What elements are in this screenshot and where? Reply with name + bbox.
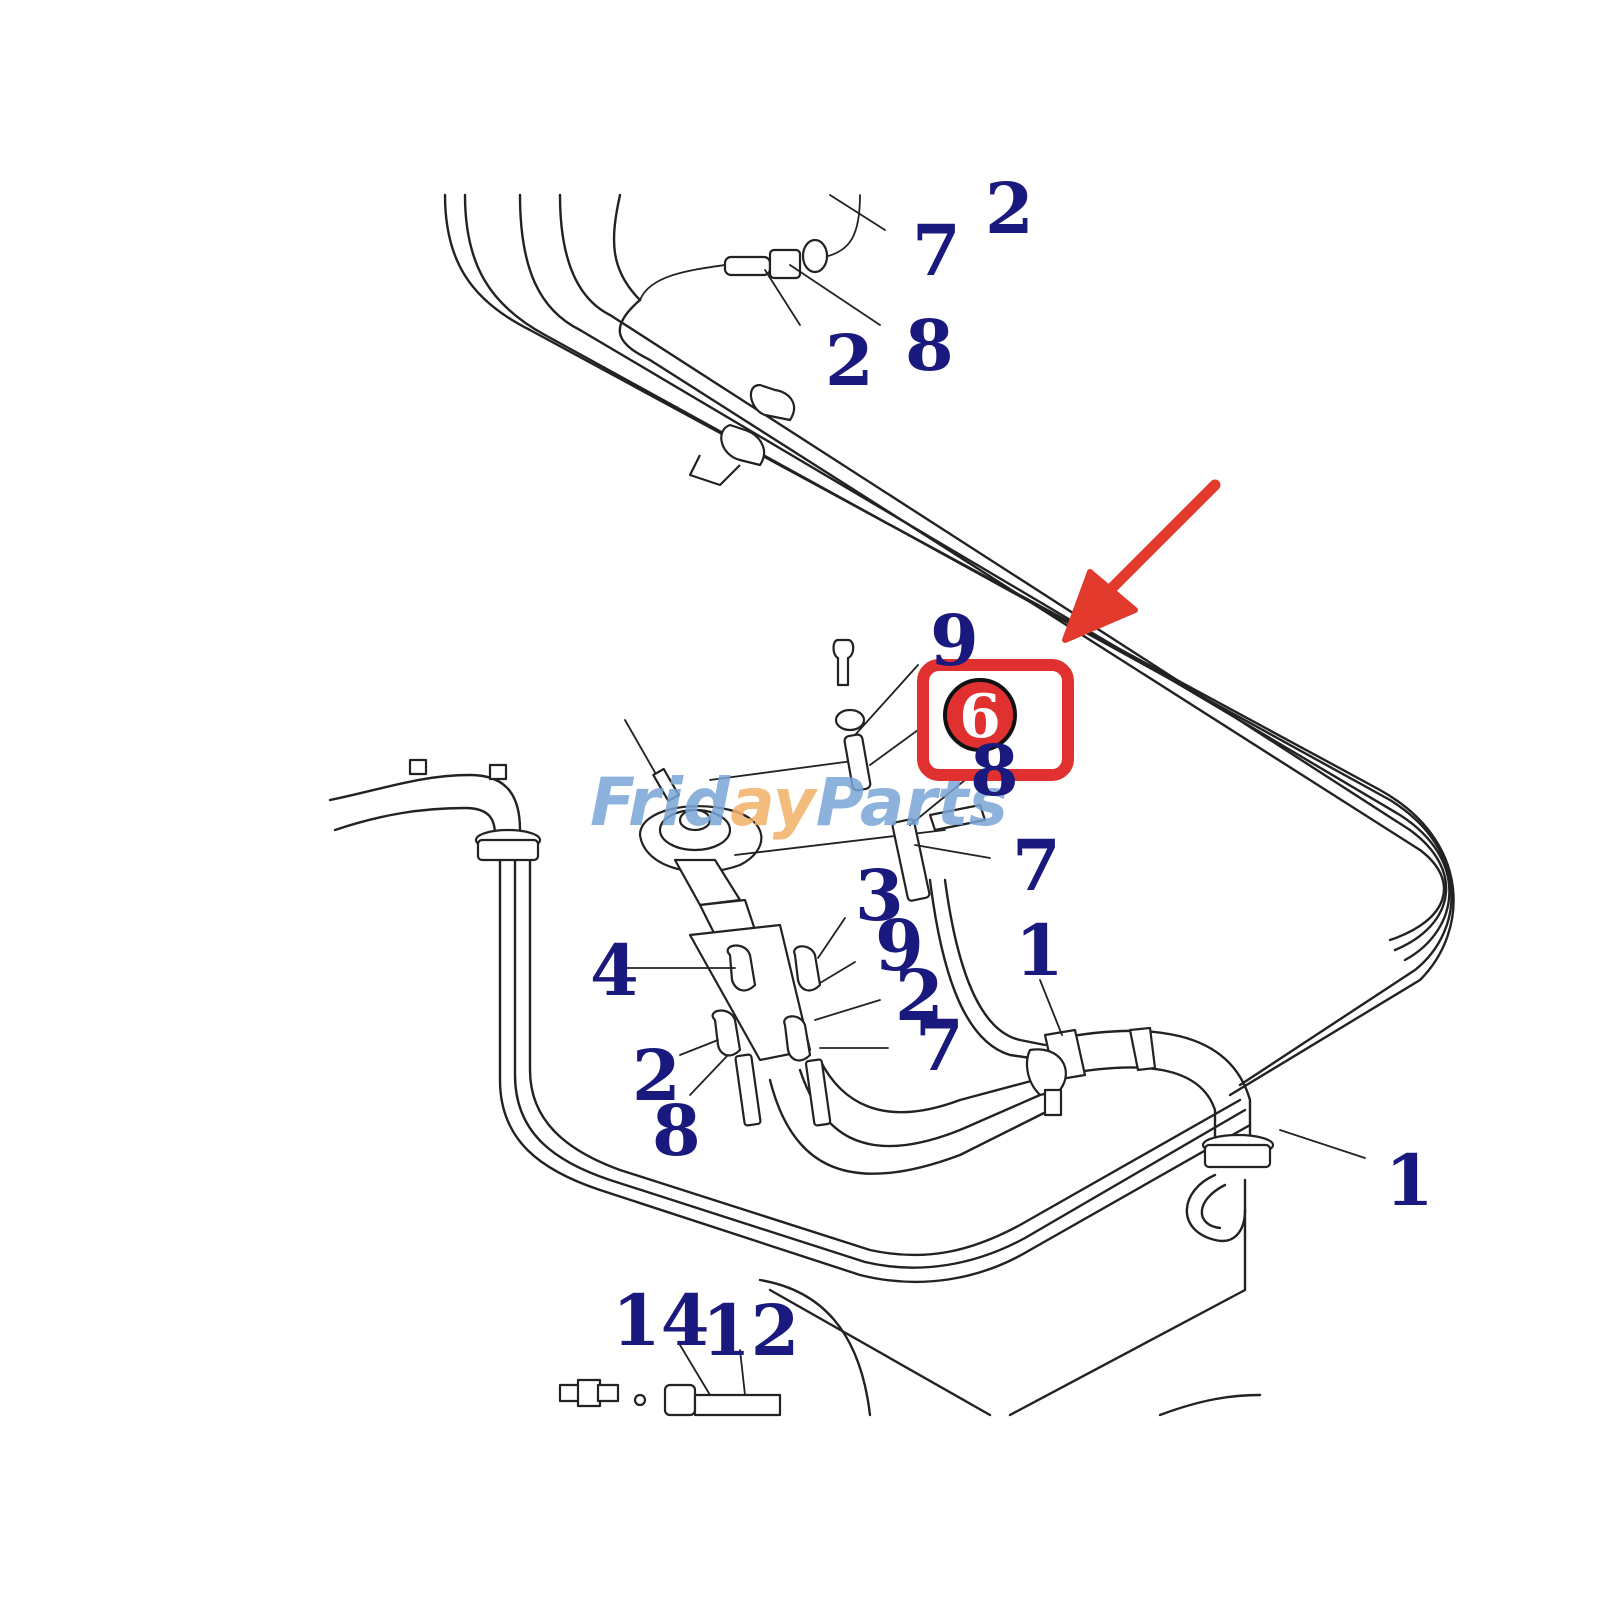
label-mid-3: 3 [855,854,904,937]
highlight-box: 6 [917,659,1074,781]
label-bottom-14: 14 [612,1279,709,1362]
label-low-8: 8 [652,1089,701,1172]
watermark-middle: ay [730,764,819,841]
red-arrow [1062,479,1221,643]
label-top-2-partial: 2 [985,167,1034,250]
highlight-badge [943,678,1017,752]
label-6: 6 [959,682,1001,752]
center-assembly [624,719,946,1062]
label-top-2: 2 [825,319,874,402]
bottom-parts [558,1344,782,1417]
top-fitting [639,194,886,326]
watermark: FridayParts [590,764,1008,841]
label-mid-1: 1 [1015,909,1064,992]
label-mid-7: 7 [1012,824,1061,907]
label-mid-4: 4 [590,929,639,1012]
label-bottom-12: 12 [702,1289,799,1372]
label-top-8: 8 [905,304,954,387]
label-mid-9: 9 [930,599,979,682]
label-mid-8: 8 [970,729,1019,812]
label-low-2: 2 [632,1034,681,1117]
part-labels: 7 2 2 8 9 8 7 3 9 4 2 7 1 1 2 8 14 12 [590,167,1434,1372]
label-top-7: 7 [912,209,961,292]
left-elbow-pipe [328,758,542,862]
watermark-prefix: Frid [590,764,731,841]
label-mid-7b: 7 [915,1004,964,1087]
hose-clamp-upper [688,383,796,487]
upper-hose-bundle [443,193,1455,1097]
center-fittings [614,638,1366,1159]
lower-tank-outline [498,858,1262,1417]
label-mid-2: 2 [895,954,944,1037]
label-mid-9b: 9 [875,904,924,987]
label-right-1: 1 [1385,1139,1434,1222]
right-elbow-hose [1043,1026,1275,1243]
svg-text:FridayParts: FridayParts [590,764,1008,841]
